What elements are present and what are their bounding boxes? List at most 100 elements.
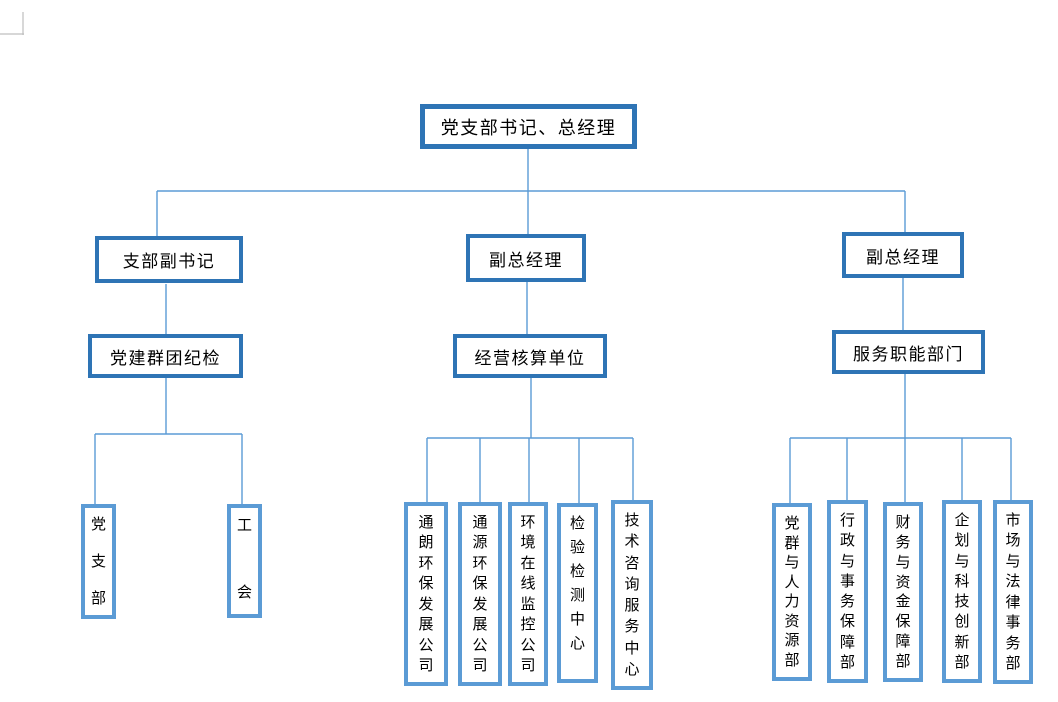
unit-label-char: 控	[520, 616, 536, 634]
unit-label-char: 工	[236, 517, 252, 534]
unit-label-char: 支	[90, 553, 106, 570]
unit-label-char: 力	[784, 593, 800, 611]
unit-label-char: 环	[520, 514, 536, 531]
unit-label-char: 展	[418, 616, 434, 634]
unit-label-char: 人	[784, 573, 800, 591]
org-node-service-departments: 服务职能部门	[832, 330, 985, 374]
unit-label-char: 公	[472, 636, 488, 654]
org-node-deputy-gm-center: 副总经理	[466, 234, 586, 282]
org-unit-online-monitoring-company: 环境在线监控公司	[508, 502, 548, 686]
unit-label-char: 保	[472, 575, 488, 593]
unit-label-char: 源	[784, 632, 800, 650]
unit-label-char: 党	[784, 515, 800, 532]
unit-label-char: 部	[90, 590, 106, 607]
unit-label-char: 法	[1005, 573, 1021, 591]
unit-label-char: 服	[624, 597, 640, 615]
unit-label-char: 科	[954, 572, 970, 590]
unit-label-char: 环	[418, 554, 434, 572]
unit-label-char: 政	[839, 532, 855, 550]
unit-label-char: 行	[839, 512, 855, 529]
unit-label-char: 划	[954, 532, 970, 550]
org-node-operating-units: 经营核算单位	[453, 334, 607, 378]
unit-label-char: 公	[418, 636, 434, 654]
unit-label-char: 环	[472, 554, 488, 572]
unit-label-char: 保	[418, 575, 434, 593]
unit-label-char: 检	[569, 515, 585, 532]
unit-label-char: 线	[520, 575, 536, 593]
org-unit-planning-tech-innovation-dept: 企划与科技创新部	[942, 500, 982, 683]
unit-label-char: 新	[954, 633, 970, 651]
unit-label-char: 障	[839, 633, 855, 651]
unit-label-char: 司	[520, 656, 536, 674]
org-unit-tonglang-company: 通朗环保发展公司	[404, 502, 448, 686]
org-unit-finance-funds-dept: 财务与资金保障部	[883, 502, 923, 682]
unit-label-char: 务	[624, 618, 640, 636]
unit-label-char: 发	[472, 595, 488, 613]
unit-label-char: 事	[1005, 614, 1021, 632]
unit-label-char: 与	[1005, 552, 1021, 570]
unit-label-char: 技	[954, 593, 970, 611]
unit-label-char: 障	[895, 633, 911, 651]
unit-label-char: 金	[895, 593, 911, 611]
unit-label-char: 境	[520, 534, 536, 552]
org-node-root: 党支部书记、总经理	[420, 104, 637, 149]
unit-label-char: 党	[90, 516, 106, 533]
unit-label-char: 公	[520, 636, 536, 654]
unit-label-char: 场	[1005, 532, 1021, 550]
unit-label-char: 务	[839, 593, 855, 611]
unit-label-char: 与	[954, 552, 970, 570]
unit-label-char: 与	[895, 553, 911, 571]
unit-label-char: 会	[236, 584, 252, 601]
unit-label-char: 展	[472, 616, 488, 634]
org-unit-market-legal-dept: 市场与法律事务部	[993, 500, 1033, 684]
unit-label-char: 中	[569, 611, 585, 628]
unit-label-char: 心	[569, 635, 585, 652]
org-unit-inspection-testing-center: 检验检测中心	[557, 503, 598, 683]
unit-label-char: 司	[418, 656, 434, 674]
unit-label-char: 中	[624, 639, 640, 657]
unit-label-char: 律	[1005, 593, 1021, 611]
org-node-party-group-discipline: 党建群团纪检	[88, 334, 243, 378]
unit-label-char: 保	[895, 613, 911, 631]
unit-label-char: 朗	[418, 534, 434, 552]
unit-label-char: 术	[624, 533, 640, 551]
org-node-branch-deputy-secretary: 支部副书记	[95, 236, 243, 283]
unit-label-char: 企	[954, 512, 970, 529]
unit-label-char: 司	[472, 656, 488, 674]
unit-label-char: 监	[520, 595, 536, 613]
unit-label-char: 资	[784, 612, 800, 630]
unit-label-char: 资	[895, 573, 911, 591]
unit-label-char: 群	[784, 534, 800, 552]
unit-label-char: 与	[784, 554, 800, 572]
unit-label-char: 咨	[624, 554, 640, 572]
unit-label-char: 创	[954, 613, 970, 631]
unit-label-char: 心	[624, 660, 640, 678]
unit-label-char: 验	[569, 539, 585, 556]
unit-label-char: 保	[839, 613, 855, 631]
unit-label-char: 部	[895, 652, 911, 670]
unit-label-char: 技	[624, 512, 640, 529]
unit-label-char: 在	[520, 554, 536, 572]
unit-label-char: 源	[472, 534, 488, 552]
org-unit-labor-union: 工会	[227, 504, 262, 618]
unit-label-char: 询	[624, 575, 640, 593]
unit-label-char: 部	[784, 651, 800, 669]
org-unit-party-branch: 党支部	[81, 504, 116, 619]
org-unit-party-hr-dept: 党群与人力资源部	[772, 503, 812, 681]
unit-label-char: 部	[954, 653, 970, 671]
org-unit-tech-consulting-center: 技术咨询服务中心	[611, 500, 653, 690]
unit-label-char: 市	[1005, 512, 1021, 529]
org-unit-tongyuan-company: 通源环保发展公司	[458, 502, 502, 686]
org-unit-admin-affairs-dept: 行政与事务保障部	[827, 500, 868, 683]
unit-label-char: 通	[418, 514, 434, 531]
unit-label-char: 务	[1005, 634, 1021, 652]
unit-label-char: 与	[839, 552, 855, 570]
unit-label-char: 部	[1005, 654, 1021, 672]
unit-label-char: 发	[418, 595, 434, 613]
unit-label-char: 部	[839, 653, 855, 671]
unit-label-char: 测	[569, 587, 585, 604]
unit-label-char: 检	[569, 563, 585, 580]
unit-label-char: 事	[839, 572, 855, 590]
unit-label-char: 财	[895, 514, 911, 531]
